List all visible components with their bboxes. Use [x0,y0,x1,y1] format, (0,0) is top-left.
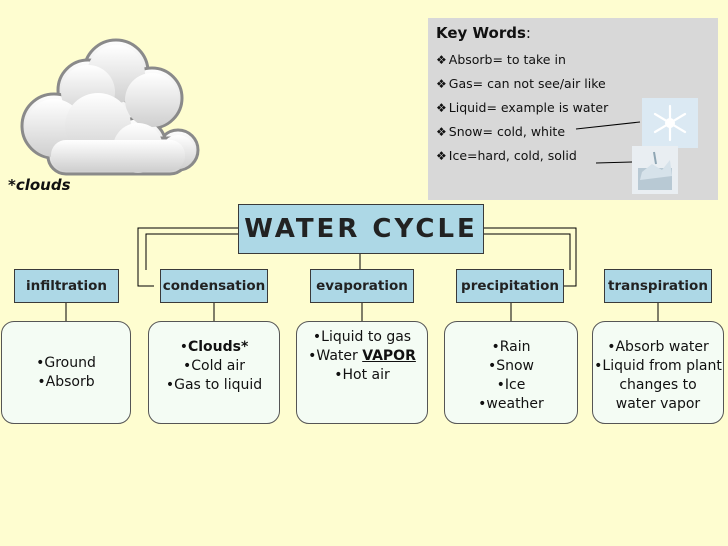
connector-left-inner [145,233,238,270]
category-precipitation: precipitation [456,269,564,303]
category-infiltration: infiltration [14,269,119,303]
detail-line: changes to [619,377,697,393]
key-word-ice: ❖Ice=hard, cold, solid [436,148,577,163]
detail-line: •Rain [491,339,531,355]
connector-right-inner [484,233,571,270]
ice-arrow [595,161,633,164]
detail-condensation: •Clouds* •Cold air •Gas to liquid [148,321,280,424]
clouds-label: *clouds [8,176,71,194]
detail-evaporation: •Liquid to gas •Water VAPOR •Hot air [296,321,428,424]
detail-line: water vapor [615,396,701,412]
diamond-bullet-icon: ❖ [436,101,447,115]
diamond-bullet-icon: ❖ [436,125,447,139]
key-word-snow: ❖Snow= cold, white [436,124,566,139]
key-word-absorb: ❖Absorb= to take in [436,52,566,67]
detail-line: •Liquid from plant [594,358,722,374]
detail-line: •Gas to liquid [165,377,263,393]
water-cycle-title: WATER CYCLE [238,204,484,254]
category-condensation: condensation [160,269,268,303]
detail-line: •Ice [496,377,526,393]
detail-infiltration: •Ground •Absorb [1,321,131,424]
detail-transpiration: •Absorb water •Liquid from plant changes… [592,321,724,424]
detail-line: •Liquid to gas [312,329,412,345]
diamond-bullet-icon: ❖ [436,149,447,163]
key-word-liquid: ❖Liquid= example is water [436,100,609,115]
snow-arrow [575,121,641,130]
detail-line: •Clouds* [179,339,249,355]
ice-photo-icon [632,146,678,194]
connector-right-outer [484,227,577,287]
cloud-icon [20,38,200,176]
key-words-panel: Key Words: ❖Absorb= to take in ❖Gas= can… [428,18,718,200]
connector-left-outer [137,227,238,287]
detail-line: •Absorb water [607,339,709,355]
category-transpiration: transpiration [604,269,712,303]
detail-line: •Snow [487,358,535,374]
detail-line: •Absorb [37,373,95,390]
key-words-title: Key Words: [436,24,531,42]
detail-line: •Water VAPOR [308,348,416,364]
detail-precipitation: •Rain •Snow •Ice •weather [444,321,578,424]
detail-line: •Cold air [182,358,246,374]
category-evaporation: evaporation [310,269,414,303]
detail-line: •Hot air [334,367,390,383]
snowflake-icon [642,98,698,148]
detail-line: •Ground [36,354,96,371]
detail-line: •weather [478,396,544,412]
diamond-bullet-icon: ❖ [436,77,447,91]
key-word-gas: ❖Gas= can not see/air like [436,76,606,91]
diamond-bullet-icon: ❖ [436,53,447,67]
